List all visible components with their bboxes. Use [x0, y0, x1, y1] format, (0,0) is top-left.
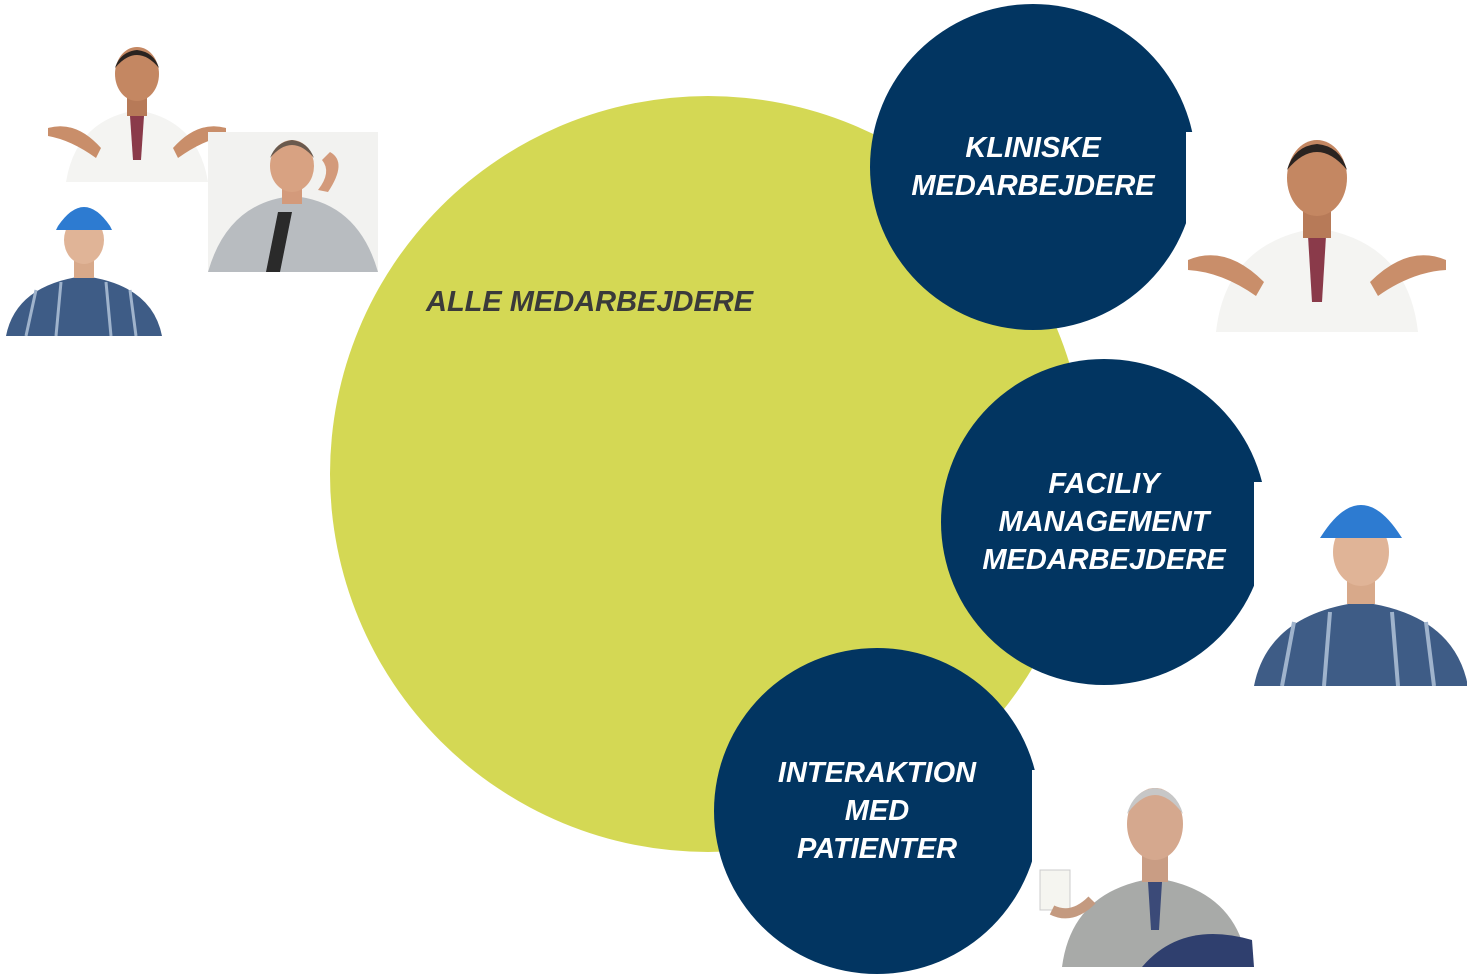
office-worker-photo	[208, 132, 378, 272]
doctor-photo-top-left	[46, 40, 228, 182]
patient-interaction-label-line-2: MED	[844, 795, 910, 827]
facility-management-label-line-2: MANAGEMENT	[998, 506, 1210, 538]
all-employees-label: ALLE MEDARBEJDERE	[426, 286, 754, 318]
doctor-photo-right	[1186, 132, 1448, 332]
facility-management-label-line-1: FACILIY	[1048, 468, 1160, 500]
patient-photo	[1032, 770, 1278, 967]
facility-management-circle: FACILIY MANAGEMENT MEDARBEJDERE	[941, 359, 1267, 685]
clinical-staff-label-line-2: MEDARBEJDERE	[911, 170, 1155, 202]
clinical-staff-label-line-1: KLINISKE	[965, 132, 1101, 164]
patient-interaction-circle: INTERAKTION MED PATIENTER	[714, 648, 1040, 974]
patient-interaction-label-line-1: INTERAKTION	[777, 757, 977, 789]
construction-worker-photo-top-left	[6, 190, 162, 336]
construction-worker-photo-right	[1254, 482, 1467, 686]
clinical-staff-circle: KLINISKE MEDARBEJDERE	[870, 4, 1196, 330]
facility-management-label-line-3: MEDARBEJDERE	[982, 544, 1226, 576]
patient-interaction-label-line-3: PATIENTER	[796, 833, 958, 865]
